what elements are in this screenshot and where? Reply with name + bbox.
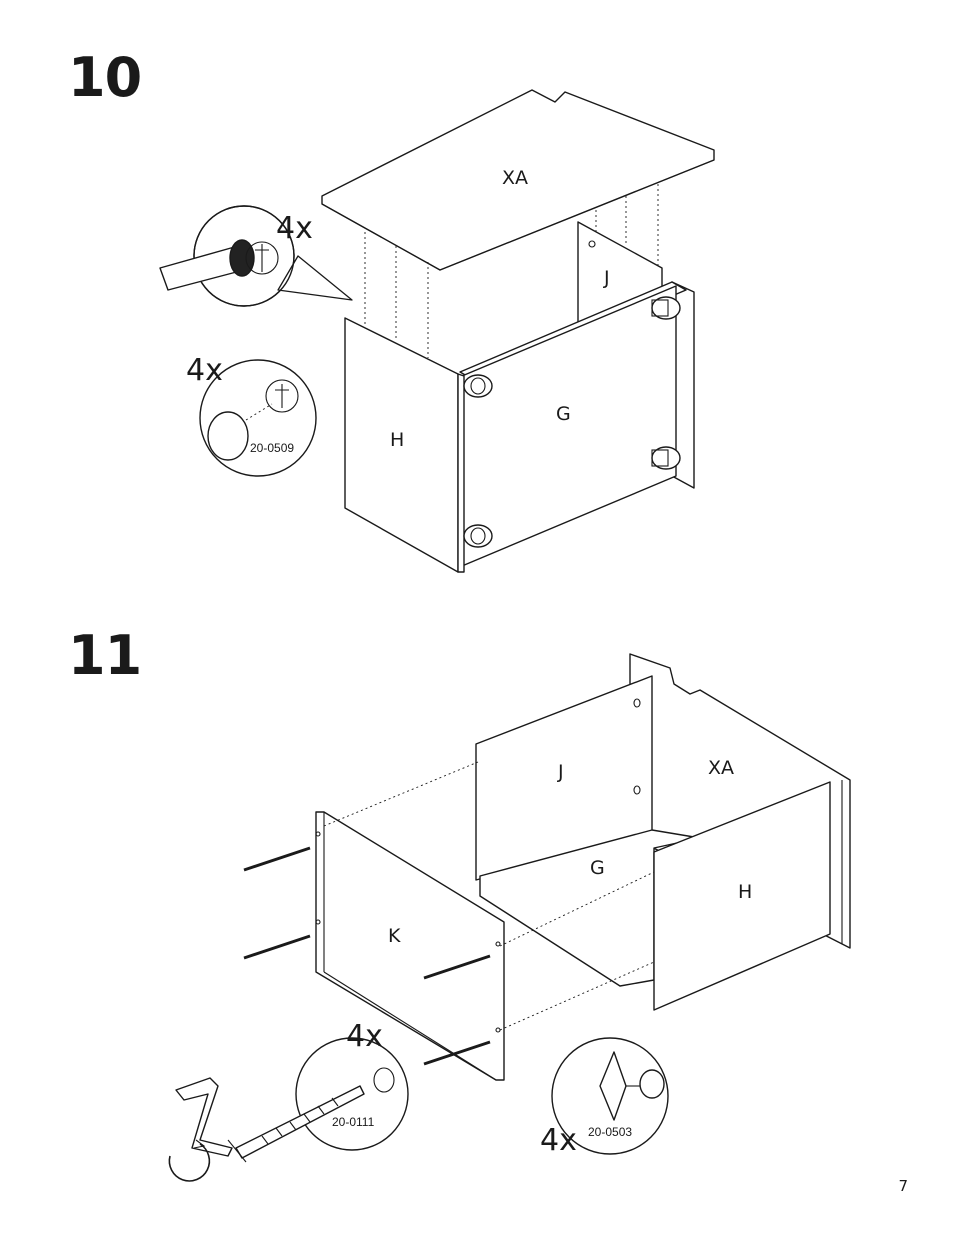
step-10-qty-label: 4x [276, 211, 313, 246]
detail-cap [199, 359, 317, 477]
label-k: K [388, 925, 401, 947]
label-g-2: G [590, 857, 605, 879]
caster-icon [651, 296, 681, 320]
page-number: 7 [898, 1177, 908, 1195]
label-j-2: J [557, 761, 564, 783]
screw-icon [423, 954, 491, 980]
screw-icon [243, 934, 311, 960]
step-10-illustration: 4x 4x 20-0509 XA J G H [159, 89, 715, 573]
caster-icon [651, 446, 681, 470]
panel-h-2 [653, 781, 831, 1011]
detail-cam [551, 1037, 669, 1155]
label-h-2: H [738, 881, 752, 903]
label-g: G [556, 403, 571, 425]
label-xa-2: XA [708, 757, 734, 779]
allen-key-icon [168, 1077, 233, 1182]
step-10-number: 10 [68, 46, 142, 109]
step-10-part-code: 20-0509 [250, 441, 294, 455]
step-11-qty-label: 4x [346, 1019, 383, 1054]
screw-icon [423, 1040, 491, 1066]
step-11-part-code: 20-0111 [332, 1115, 375, 1129]
label-j: J [603, 267, 610, 289]
detail-screwdriver [159, 205, 353, 307]
step-10-qty-label-2: 4x [186, 353, 223, 388]
screw-icon [243, 846, 311, 872]
caster-icon [463, 524, 493, 548]
detail-screw [227, 1037, 409, 1163]
step-11-part-code-2: 20-0503 [588, 1125, 632, 1139]
label-xa: XA [502, 167, 528, 189]
caster-icon [463, 374, 493, 398]
step-11-qty-label-2: 4x [540, 1123, 577, 1158]
step-11-illustration: 4x 20-0111 4x 20-0503 J XA G H K [168, 653, 851, 1182]
step-11-number: 11 [68, 624, 142, 687]
label-h: H [390, 429, 404, 451]
